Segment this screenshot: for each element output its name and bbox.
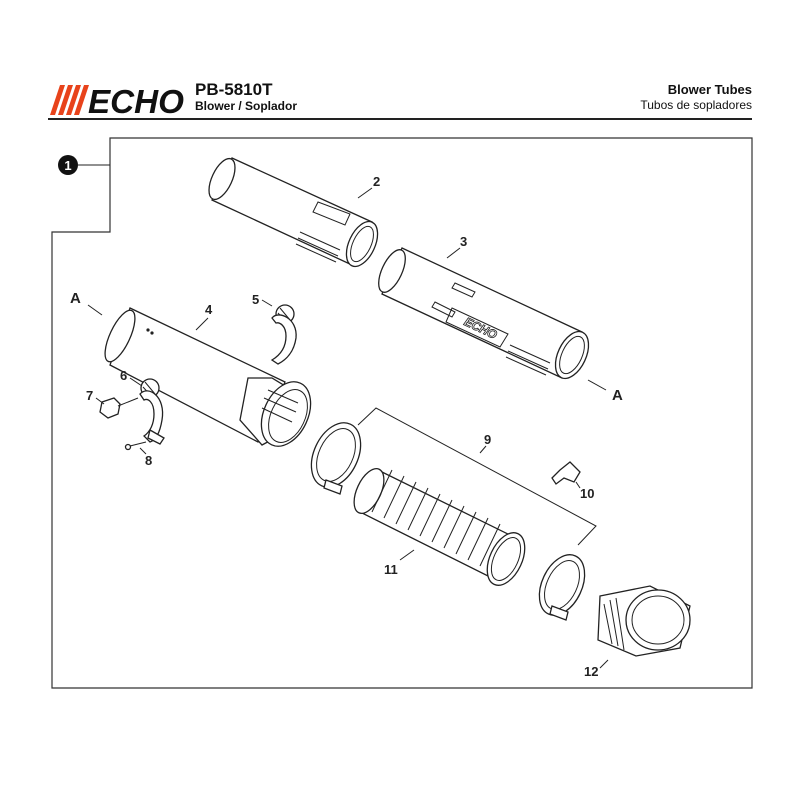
header-rule	[48, 118, 752, 120]
part-10-clip	[551, 461, 581, 485]
logo-stripes	[50, 85, 89, 115]
part-9-bracket-line	[357, 407, 597, 546]
diagram-frame	[51, 137, 753, 689]
section-subtitle: Tubos de sopladores	[640, 98, 752, 112]
callout-5: 5	[252, 292, 259, 307]
callout-4: 4	[205, 302, 213, 317]
part-6-bracket	[139, 378, 165, 445]
part-7-knob	[99, 397, 139, 419]
part-8-screw	[124, 441, 147, 451]
logo-wordmark: ECHO	[88, 83, 184, 117]
part-3-middle-tube: ECHO	[378, 247, 590, 380]
assembly-marker-label: 1	[64, 158, 71, 173]
callout-12: 12	[584, 664, 598, 679]
hose-clamp-upper	[310, 422, 362, 495]
callout-8: 8	[145, 453, 152, 468]
part-5-clamp	[270, 304, 297, 365]
section-title: Blower Tubes	[667, 82, 752, 97]
callout-3: 3	[460, 234, 467, 249]
callout-9: 9	[484, 432, 491, 447]
connection-marker-left: A	[70, 290, 81, 307]
assembly-marker: 1	[58, 155, 110, 175]
part-12-elbow-nozzle	[597, 585, 691, 657]
part-2-upper-tube	[208, 157, 379, 268]
model-number: PB-5810T	[195, 80, 273, 99]
callout-6: 6	[120, 368, 127, 383]
part-4-lower-tube	[104, 307, 312, 447]
callout-10: 10	[580, 486, 594, 501]
tube-2-grip-ribs	[295, 231, 341, 263]
part-11-flex-hose	[353, 468, 526, 586]
connection-marker-right: A	[612, 387, 623, 404]
callout-11: 11	[384, 562, 398, 577]
hose-clamp-lower	[538, 554, 586, 621]
product-subtitle: Blower / Soplador	[195, 99, 298, 113]
callout-7: 7	[86, 388, 93, 403]
callout-2: 2	[373, 174, 380, 189]
echo-logo: ECHO	[50, 83, 184, 117]
